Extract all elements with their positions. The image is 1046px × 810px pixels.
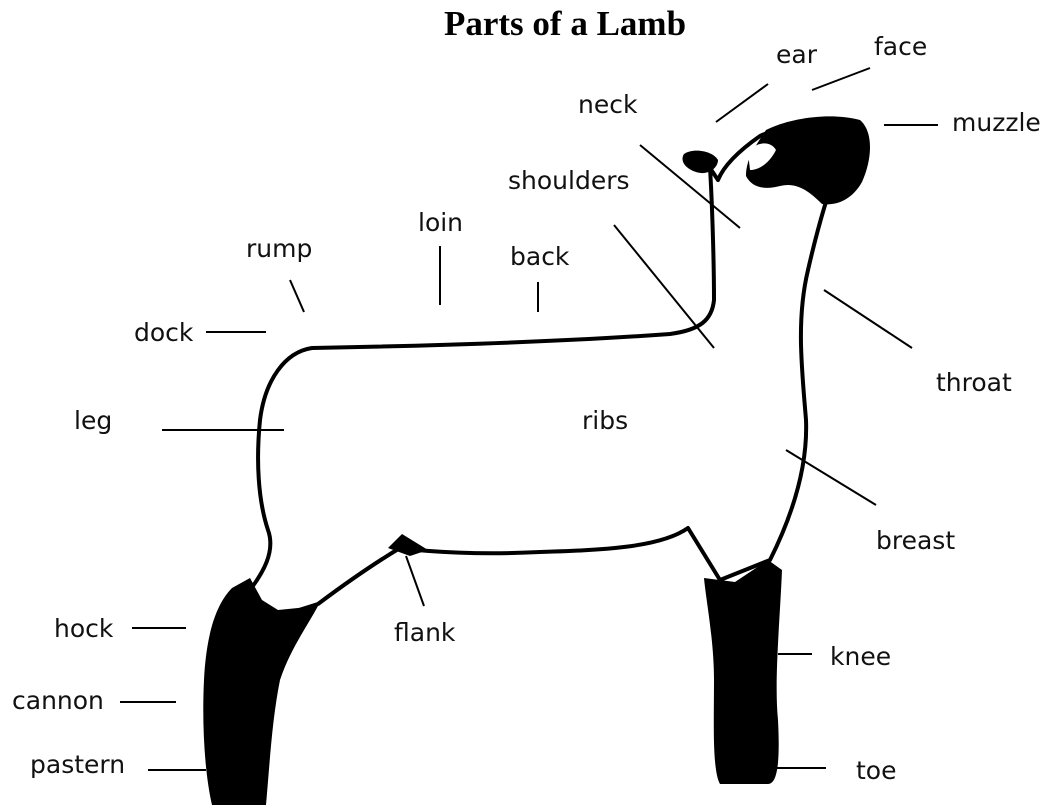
label-dock: dock (134, 320, 193, 345)
ear-pointer (716, 84, 768, 122)
lamb-body (250, 130, 840, 616)
label-face: face (874, 34, 927, 59)
front-leg-dark (704, 560, 782, 784)
flank-pointer (406, 556, 424, 606)
rump-pointer (290, 280, 304, 312)
label-cannon: cannon (12, 688, 104, 713)
label-muzzle: muzzle (952, 110, 1041, 135)
label-toe: toe (856, 758, 896, 783)
label-rump: rump (246, 236, 312, 261)
label-breast: breast (876, 528, 955, 553)
rear-leg-dark (203, 578, 318, 805)
label-back: back (510, 244, 569, 269)
label-shoulders: shoulders (508, 168, 630, 193)
label-leg: leg (74, 408, 112, 433)
label-pastern: pastern (30, 752, 125, 777)
label-ribs: ribs (582, 408, 628, 433)
label-ear: ear (776, 42, 817, 67)
label-hock: hock (54, 616, 113, 641)
shoulders-pointer (614, 225, 714, 348)
label-throat: throat (936, 370, 1012, 395)
label-neck: neck (578, 92, 637, 117)
label-flank: flank (394, 620, 455, 645)
label-knee: knee (830, 644, 891, 669)
face-pointer (812, 68, 870, 90)
label-loin: loin (418, 210, 463, 235)
throat-pointer (824, 290, 912, 348)
